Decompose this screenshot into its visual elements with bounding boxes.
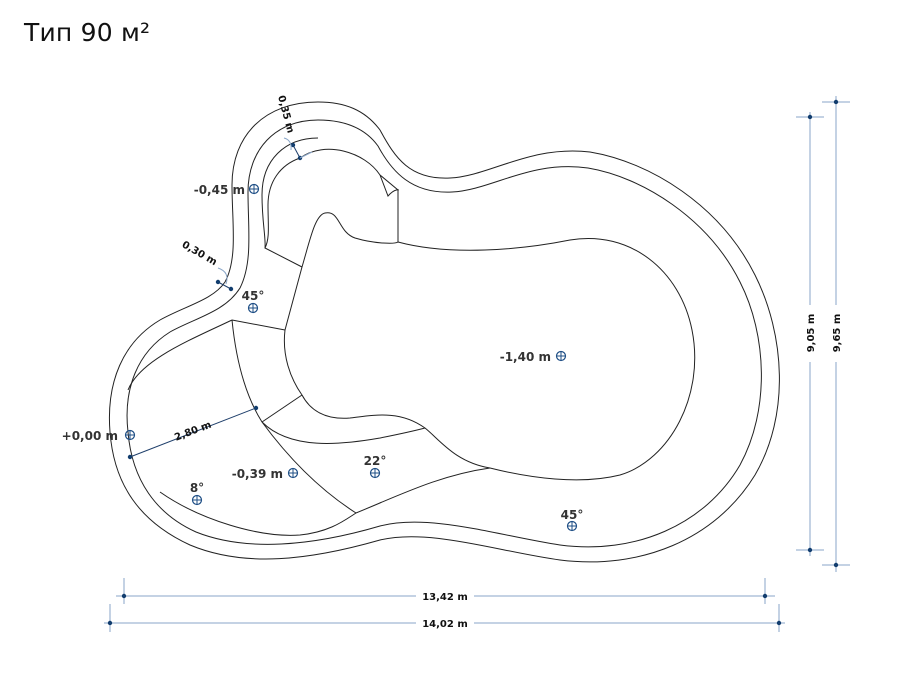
- outer-height-label: 9,65 m: [832, 314, 843, 353]
- angle-label-3: 8°: [190, 481, 204, 495]
- angle-marker-1: 45°: [242, 289, 265, 314]
- inner-width-label: 13,42 m: [422, 592, 468, 603]
- angle-label-1: 45°: [242, 289, 265, 303]
- bench-label: 2,80 m: [173, 420, 213, 444]
- step-line-4: [127, 319, 233, 391]
- outer-width-dimension: 14,02 m: [104, 604, 785, 632]
- wall-left-label: 0,30 m: [180, 239, 219, 268]
- step-line-5: [261, 421, 426, 444]
- outer-width-label: 14,02 m: [422, 619, 468, 630]
- step-line-2: [231, 319, 263, 423]
- angle-marker-3: 8°: [190, 481, 204, 506]
- wall-left-dimension: 0,30 m: [180, 239, 234, 292]
- wall-top-label: 0,35 m: [275, 94, 296, 134]
- step-line-3: [261, 394, 303, 423]
- bench-dimension: 2,80 m: [127, 405, 259, 460]
- inner-height-dimension: 9,05 m: [796, 112, 824, 556]
- level-label-main: -1,40 m: [500, 350, 551, 364]
- inner-width-dimension: 13,42 m: [116, 578, 775, 604]
- level-marker-entry: +0,00 m: [62, 429, 136, 443]
- level-label-entry: +0,00 m: [62, 429, 118, 443]
- angle-marker-2: 22°: [364, 454, 387, 479]
- level-marker-main: -1,40 m: [500, 350, 567, 364]
- pool-wall-outline: [126, 119, 762, 548]
- top-shelf-inner: [264, 157, 303, 268]
- pool-outer-outline: [108, 101, 780, 563]
- page-title: Тип 90 м²: [24, 18, 151, 47]
- shelf-edge: [379, 174, 399, 242]
- step-line-7: [355, 467, 491, 514]
- level-marker-step: -0,39 m: [232, 467, 299, 481]
- outer-height-dimension: 9,65 m: [822, 96, 850, 572]
- step-line-6: [261, 421, 357, 514]
- angle-label-2: 22°: [364, 454, 387, 468]
- level-label-step: -0,39 m: [232, 467, 283, 481]
- inner-height-label: 9,05 m: [806, 314, 817, 353]
- angle-marker-4: 45°: [561, 508, 584, 532]
- step-line-1: [231, 319, 286, 331]
- level-label-top-left: -0,45 m: [194, 183, 245, 197]
- top-shelf-outline: [261, 137, 319, 249]
- angle-label-4: 45°: [561, 508, 584, 522]
- step-line-8: [159, 491, 357, 536]
- main-basin-outline: [283, 212, 696, 481]
- level-marker-top-left: -0,45 m: [194, 183, 260, 197]
